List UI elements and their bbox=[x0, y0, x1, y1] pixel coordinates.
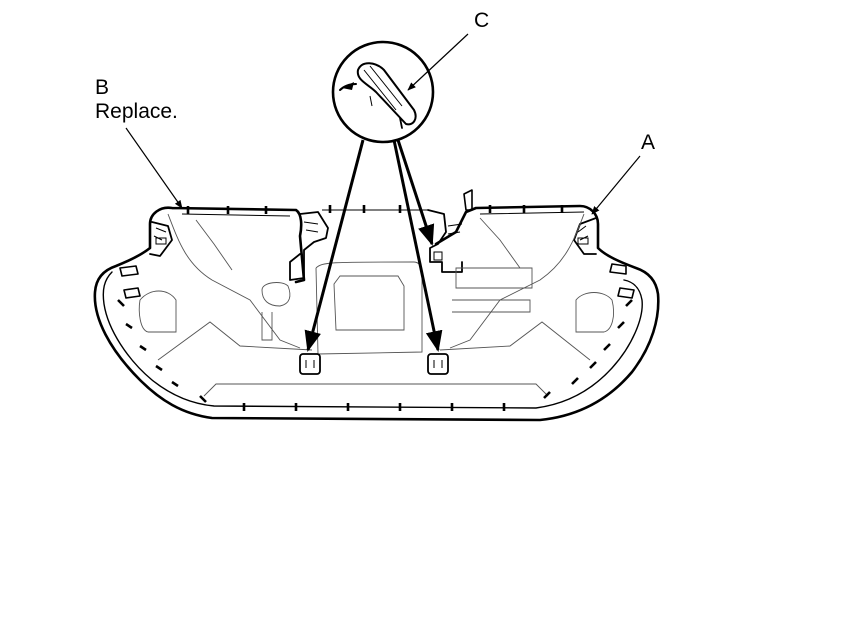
callout-b: B bbox=[95, 76, 110, 99]
callout-a: A bbox=[641, 131, 656, 154]
clip-c-mount-left bbox=[299, 353, 321, 375]
clip-c-mount-right bbox=[427, 353, 449, 375]
leader-lines bbox=[125, 33, 641, 353]
callout-c: C bbox=[474, 9, 490, 32]
trim-panel bbox=[93, 189, 660, 422]
callout-b-note: Replace. bbox=[95, 100, 178, 123]
clip-c-detail-view bbox=[331, 40, 435, 144]
